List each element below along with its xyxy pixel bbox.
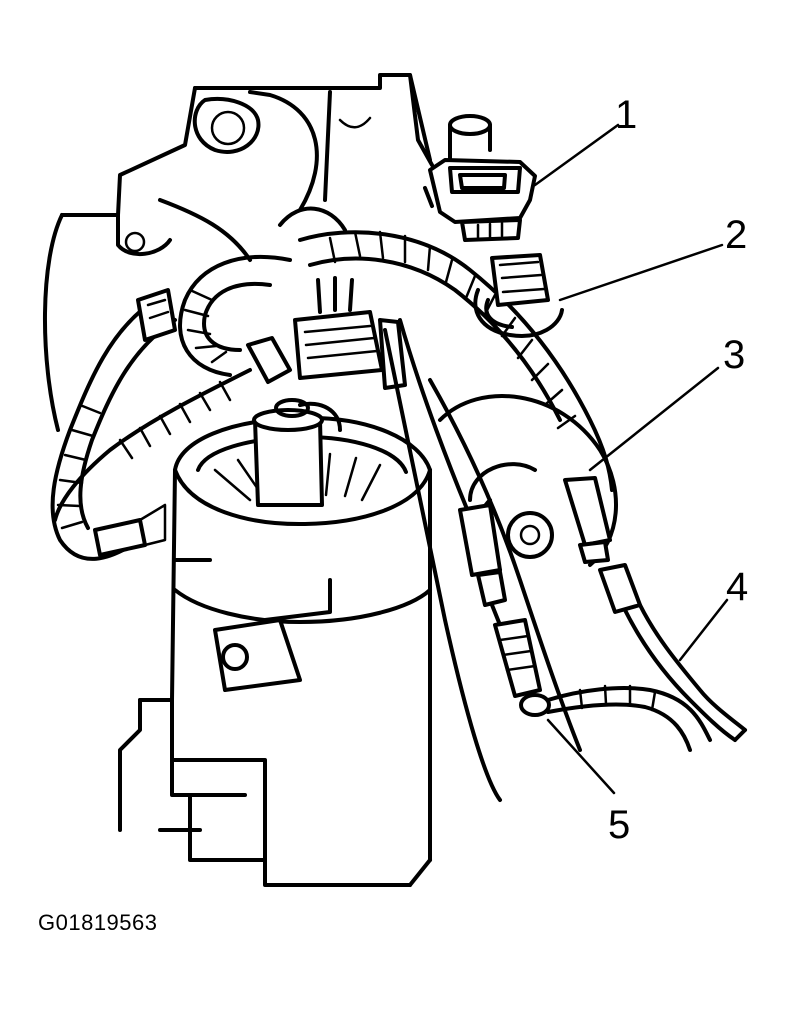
callout-numbers: 1 2 3 4 5 bbox=[608, 93, 748, 847]
callout-label-3: 3 bbox=[723, 333, 745, 377]
callout-label-4: 4 bbox=[726, 565, 748, 609]
callout-label-1: 1 bbox=[615, 93, 637, 137]
positive-lead bbox=[458, 503, 507, 627]
starter-solenoid-terminal bbox=[563, 476, 612, 564]
wire-terminal-eyelet bbox=[493, 618, 712, 752]
starter-motor bbox=[118, 398, 432, 887]
leader-line-5 bbox=[546, 718, 616, 795]
connector-housing bbox=[423, 158, 537, 242]
leader-line-3 bbox=[588, 366, 720, 472]
wire-harness bbox=[50, 230, 614, 561]
leader-line-4 bbox=[678, 598, 729, 662]
cable bbox=[598, 563, 747, 742]
leader-lines bbox=[533, 123, 729, 795]
harness-junction-connector bbox=[293, 276, 407, 390]
engine-block bbox=[42, 73, 492, 432]
figure-id: G01819563 bbox=[38, 910, 158, 935]
callout-label-2: 2 bbox=[725, 213, 747, 257]
harness-connector bbox=[473, 253, 564, 338]
callout-label-5: 5 bbox=[608, 803, 630, 847]
leader-line-2 bbox=[558, 243, 724, 302]
leader-line-1 bbox=[533, 123, 620, 187]
